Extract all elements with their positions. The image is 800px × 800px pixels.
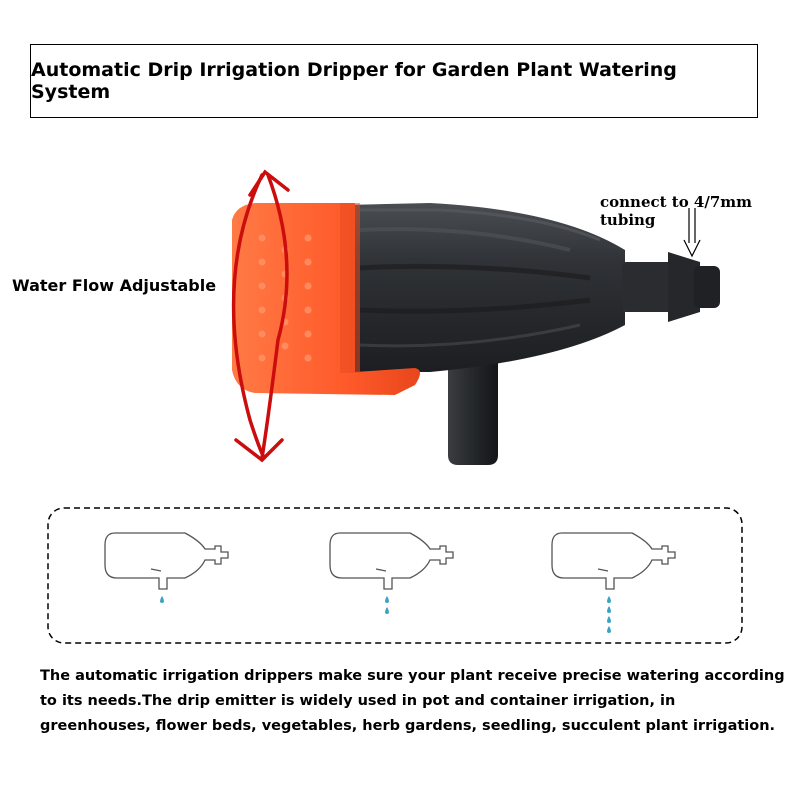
tubing-pointer-arrow bbox=[683, 208, 701, 258]
tubing-label: connect to 4/7mm tubing bbox=[600, 193, 753, 229]
page-title: Automatic Drip Irrigation Dripper for Ga… bbox=[31, 59, 677, 103]
title-box: Automatic Drip Irrigation Dripper for Ga… bbox=[30, 44, 758, 118]
flow-level-high bbox=[551, 532, 676, 633]
product-description: The automatic irrigation drippers make s… bbox=[40, 668, 785, 734]
dripper-body bbox=[345, 203, 625, 372]
flow-levels-panel bbox=[47, 507, 743, 644]
outlet-stem bbox=[448, 340, 498, 465]
water-flow-label: Water Flow Adjustable bbox=[12, 276, 217, 295]
rotation-arrow bbox=[231, 169, 290, 463]
tubing-connector bbox=[622, 252, 720, 322]
flow-level-medium bbox=[329, 532, 454, 614]
flow-level-low bbox=[104, 532, 229, 603]
